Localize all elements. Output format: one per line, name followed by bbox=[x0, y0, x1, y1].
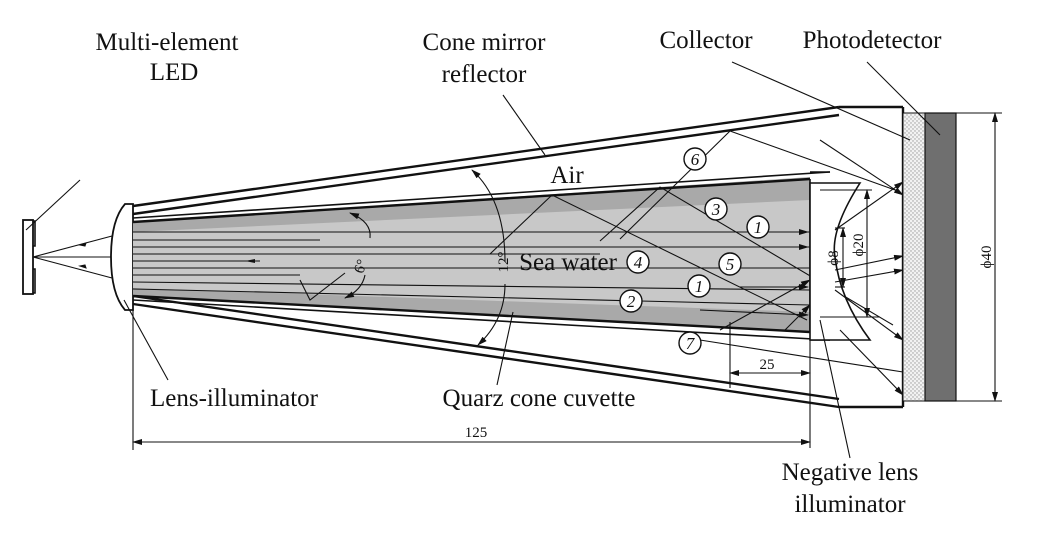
label-quartz-cuvette: Quarz cone cuvette bbox=[443, 385, 636, 412]
ray-marker-1-mid: 1 bbox=[687, 274, 711, 298]
ray-marker-3: 3 bbox=[704, 197, 728, 221]
svg-text:4: 4 bbox=[634, 253, 643, 272]
svg-text:6: 6 bbox=[691, 150, 700, 169]
ray-marker-5: 5 bbox=[718, 252, 742, 276]
dim-angle-12: 12° bbox=[496, 252, 512, 273]
dim-diameter-20: ϕ20 bbox=[851, 234, 867, 257]
label-photodetector: Photodetector bbox=[803, 27, 943, 54]
ray-marker-1-top: 1 bbox=[746, 215, 770, 239]
dimension-lines bbox=[132, 112, 1002, 450]
ray-marker-2: 2 bbox=[619, 289, 643, 313]
photodetector bbox=[924, 112, 957, 402]
led-element bbox=[22, 179, 81, 295]
dim-angle-6: 6° bbox=[351, 258, 371, 276]
negative-lens-illuminator bbox=[809, 182, 872, 341]
ray-marker-7: 7 bbox=[678, 331, 702, 355]
label-led-line1: Multi-element bbox=[95, 29, 238, 56]
svg-text:5: 5 bbox=[726, 255, 735, 274]
svg-text:1: 1 bbox=[754, 218, 763, 237]
label-cone-mirror-line1: Cone mirror bbox=[423, 29, 547, 56]
label-sea-water: Sea water bbox=[519, 249, 618, 276]
label-cone-mirror-line2: reflector bbox=[442, 61, 527, 88]
svg-text:7: 7 bbox=[686, 334, 696, 353]
dim-diameter-40: ϕ40 bbox=[979, 246, 995, 269]
dim-diameter-8: ϕ8 bbox=[826, 250, 842, 265]
led-rays bbox=[32, 235, 113, 279]
ray-marker-6: 6 bbox=[683, 147, 707, 171]
dim-length-25: 25 bbox=[760, 357, 775, 373]
svg-text:1: 1 bbox=[695, 277, 704, 296]
label-negative-lens-line1: Negative lens bbox=[782, 459, 919, 486]
cone-mirror-reflector bbox=[132, 105, 905, 409]
led-leader-line bbox=[25, 179, 81, 231]
label-collector: Collector bbox=[659, 27, 753, 54]
label-lens-illuminator: Lens-illuminator bbox=[150, 385, 319, 412]
label-led-line2: LED bbox=[150, 59, 199, 86]
label-negative-lens-line2: illuminator bbox=[794, 491, 906, 518]
ray-marker-4: 4 bbox=[626, 250, 650, 274]
label-air: Air bbox=[550, 162, 584, 189]
leader-lines bbox=[123, 61, 941, 459]
dim-length-125: 125 bbox=[465, 425, 488, 441]
collector bbox=[902, 112, 926, 402]
svg-text:3: 3 bbox=[711, 200, 721, 219]
svg-text:2: 2 bbox=[627, 292, 636, 311]
lens-illuminator bbox=[110, 203, 134, 311]
